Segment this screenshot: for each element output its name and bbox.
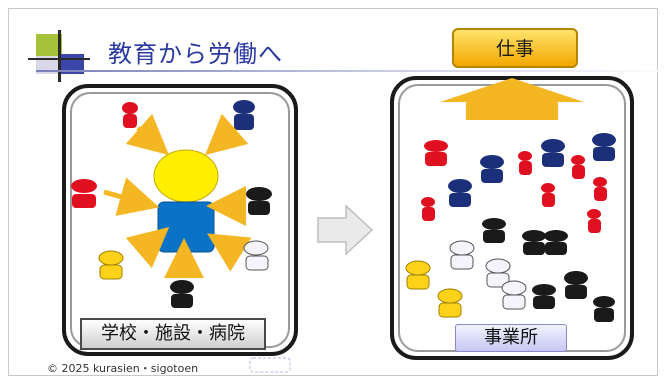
person-red-2 (71, 179, 97, 208)
worker-black-3 (544, 230, 568, 255)
worker-red-6 (421, 197, 435, 221)
office-label: 事業所 (455, 324, 567, 352)
person-red-1 (122, 102, 138, 128)
center-head (153, 149, 219, 203)
worker-red-2 (518, 151, 532, 175)
person-black-2 (170, 280, 194, 308)
worker-black-4 (564, 271, 588, 299)
arrow-from-top-left (125, 113, 170, 156)
worker-red-3 (571, 155, 585, 179)
worker-white-2 (485, 258, 511, 288)
worker-navy-4 (448, 179, 472, 207)
inflow-arrows (103, 113, 252, 278)
person-black-1 (246, 187, 272, 215)
worker-red-4 (541, 183, 555, 207)
arrow-from-bottom-left (125, 226, 170, 269)
deco-line-vertical (58, 30, 61, 82)
deco-line-horizontal (28, 58, 90, 60)
worker-white-3 (501, 280, 527, 310)
worker-yellow-2 (437, 288, 463, 318)
worker-navy-1 (480, 155, 504, 183)
worker-black-1 (482, 218, 506, 243)
worker-black-5 (532, 284, 556, 309)
copyright-text: © 2025 kurasien・sigotoen (47, 362, 199, 375)
deco-square-gray (36, 56, 58, 74)
worker-red-1 (424, 140, 448, 166)
arrow-from-bottom-right (207, 233, 252, 272)
school-label: 学校・施設・病院 (80, 318, 266, 350)
logo-decoration (249, 357, 291, 373)
worker-navy-2 (541, 139, 565, 167)
slide-title: 教育から労働へ (108, 40, 283, 68)
up-arrow (440, 78, 584, 120)
worker-navy-3 (592, 133, 616, 161)
deco-square-green (36, 34, 62, 58)
worker-red-5 (593, 177, 607, 201)
worker-yellow-1 (405, 260, 431, 290)
worker-black-6 (593, 296, 615, 322)
center-body (157, 201, 215, 253)
person-yellow-1 (98, 250, 124, 280)
person-white-1 (243, 240, 269, 271)
worker-white-1 (449, 240, 475, 270)
workers (405, 133, 616, 322)
worker-red-7 (587, 209, 601, 233)
arrow-from-top-right (204, 113, 249, 156)
title-underline (36, 70, 668, 72)
person-navy-1 (233, 100, 255, 130)
job-label: 仕事 (452, 28, 578, 68)
worker-black-2 (522, 230, 546, 255)
arrow-from-left (103, 177, 160, 216)
transition-arrow (317, 204, 374, 256)
